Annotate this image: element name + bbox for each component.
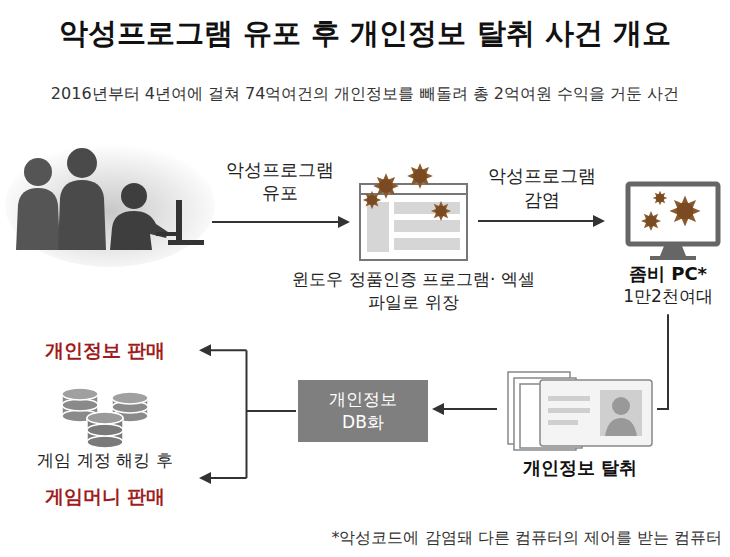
node-text: 개인정보 DB화	[318, 388, 408, 434]
connector	[199, 344, 296, 484]
id-card-icon	[508, 372, 652, 450]
id-card-node: 개인정보 탈취	[505, 368, 655, 450]
window-icon	[360, 163, 467, 260]
node-text: 게임머니 판매	[15, 484, 195, 509]
monitor-icon	[628, 184, 718, 260]
connector	[432, 403, 497, 415]
note-label: 2016년부터 4년여에 걸쳐 74억여건의 개인정보를 빼돌려 총 2억여원 …	[0, 84, 730, 105]
zombie-pc-node: 좀비 PC*1만2천여대	[613, 178, 723, 308]
node-text: 개인정보 판매	[15, 338, 195, 363]
node-text: 개인정보 탈취	[455, 456, 705, 480]
node-text: 좀비 PC*	[613, 262, 723, 285]
db-box: 개인정보 DB화	[298, 380, 428, 442]
node-text: 윈도우 정품인증 프로그램· 엑셀 파일로 위장	[289, 268, 539, 314]
people-silhouettes	[5, 143, 215, 267]
title: 악성프로그램 유포 후 개인정보 탈취 사건 개요	[0, 14, 730, 54]
connector	[657, 314, 668, 409]
window-node: 윈도우 정품인증 프로그램· 엑셀 파일로 위장	[357, 180, 470, 262]
connector	[478, 215, 605, 227]
edge-label: 악성프로그램 감염	[480, 164, 604, 211]
node-text: 게임 계정 해킹 후	[15, 449, 195, 472]
note-label: 악성프로그램 유포	[210, 158, 350, 205]
node-text: 1만2천여대	[613, 285, 723, 308]
note-label: *악성코드에 감염돼 다른 컴퓨터의 제어를 받는 컴퓨터	[331, 528, 722, 549]
coins-icon	[62, 388, 148, 448]
sales-node: 개인정보 판매게임 계정 해킹 후게임머니 판매	[15, 338, 195, 508]
